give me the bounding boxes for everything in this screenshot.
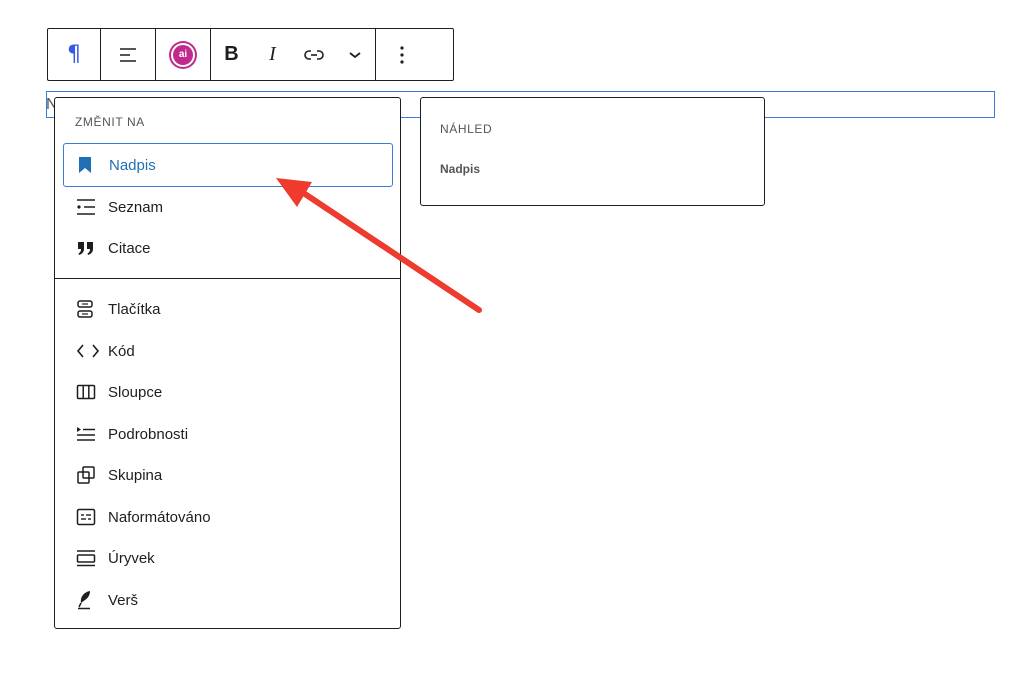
chevron-down-icon xyxy=(348,51,361,58)
transform-item-tlacitka[interactable]: Tlačítka xyxy=(63,287,393,331)
pullquote-icon xyxy=(76,549,102,567)
transform-item-uryvek[interactable]: Úryvek xyxy=(63,536,393,580)
paragraph-block-button[interactable]: ¶ xyxy=(48,29,100,80)
transform-item-seznam[interactable]: Seznam xyxy=(63,185,393,229)
preview-panel: NÁHLED Nadpis xyxy=(420,97,765,206)
more-vertical-icon xyxy=(400,45,404,64)
preview-text: Nadpis xyxy=(440,162,481,176)
options-group xyxy=(376,29,428,80)
list-icon xyxy=(76,198,102,216)
italic-button[interactable]: I xyxy=(252,29,293,80)
ai-icon-text: ai xyxy=(178,49,188,60)
ai-assistant-button[interactable]: ai xyxy=(156,29,210,80)
align-button[interactable] xyxy=(101,29,155,80)
transform-item-label: Seznam xyxy=(108,198,164,216)
bold-icon: B xyxy=(224,43,239,65)
block-type-group: ¶ xyxy=(48,29,101,80)
columns-icon xyxy=(76,384,102,400)
block-toolbar: ¶ ai B I xyxy=(47,28,454,81)
transform-item-label: Verš xyxy=(108,591,139,609)
transform-item-label: Kód xyxy=(108,342,135,360)
transform-item-vers[interactable]: Verš xyxy=(63,578,393,622)
transform-item-skupina[interactable]: Skupina xyxy=(63,453,393,497)
transform-item-citace[interactable]: Citace xyxy=(63,226,393,270)
transform-item-label: Podrobnosti xyxy=(108,425,189,443)
dropdown-heading: ZMĚNIT NA xyxy=(75,115,145,129)
link-icon xyxy=(303,49,324,60)
transform-item-label: Skupina xyxy=(108,466,163,484)
code-icon xyxy=(76,343,102,359)
bold-button[interactable]: B xyxy=(211,29,252,80)
verse-icon xyxy=(76,590,102,610)
preformatted-icon xyxy=(76,508,102,526)
transform-item-naformatovano[interactable]: Naformátováno xyxy=(63,495,393,539)
transform-item-label: Úryvek xyxy=(108,549,155,567)
align-group xyxy=(101,29,156,80)
align-left-icon xyxy=(120,47,136,62)
transform-item-label: Tlačítka xyxy=(108,300,161,318)
buttons-icon xyxy=(76,299,102,319)
bookmark-icon xyxy=(77,156,103,174)
ai-group: ai xyxy=(156,29,211,80)
details-icon xyxy=(76,426,102,442)
more-rich-text-button[interactable] xyxy=(334,29,375,80)
transform-item-label: Sloupce xyxy=(108,383,163,401)
paragraph-caret: N xyxy=(46,96,58,113)
group-icon xyxy=(76,465,102,485)
transform-item-label: Citace xyxy=(108,239,151,257)
transform-item-sloupce[interactable]: Sloupce xyxy=(63,370,393,414)
transform-item-nadpis[interactable]: Nadpis xyxy=(63,143,393,187)
post-title-partial xyxy=(46,10,55,26)
preview-heading: NÁHLED xyxy=(440,122,493,136)
quote-icon xyxy=(76,240,102,256)
transform-item-kod[interactable]: Kód xyxy=(63,329,393,373)
paragraph-icon: ¶ xyxy=(67,42,81,67)
transform-item-label: Naformátováno xyxy=(108,508,211,526)
link-button[interactable] xyxy=(293,29,334,80)
transform-dropdown: ZMĚNIT NA Nadpis Seznam Citace xyxy=(54,97,401,629)
ai-icon: ai xyxy=(173,44,193,65)
transform-item-podrobnosti[interactable]: Podrobnosti xyxy=(63,412,393,456)
transform-item-label: Nadpis xyxy=(109,156,156,174)
dropdown-divider xyxy=(55,278,400,279)
italic-icon: I xyxy=(269,43,276,65)
options-button[interactable] xyxy=(376,29,428,80)
format-group: B I xyxy=(211,29,376,80)
